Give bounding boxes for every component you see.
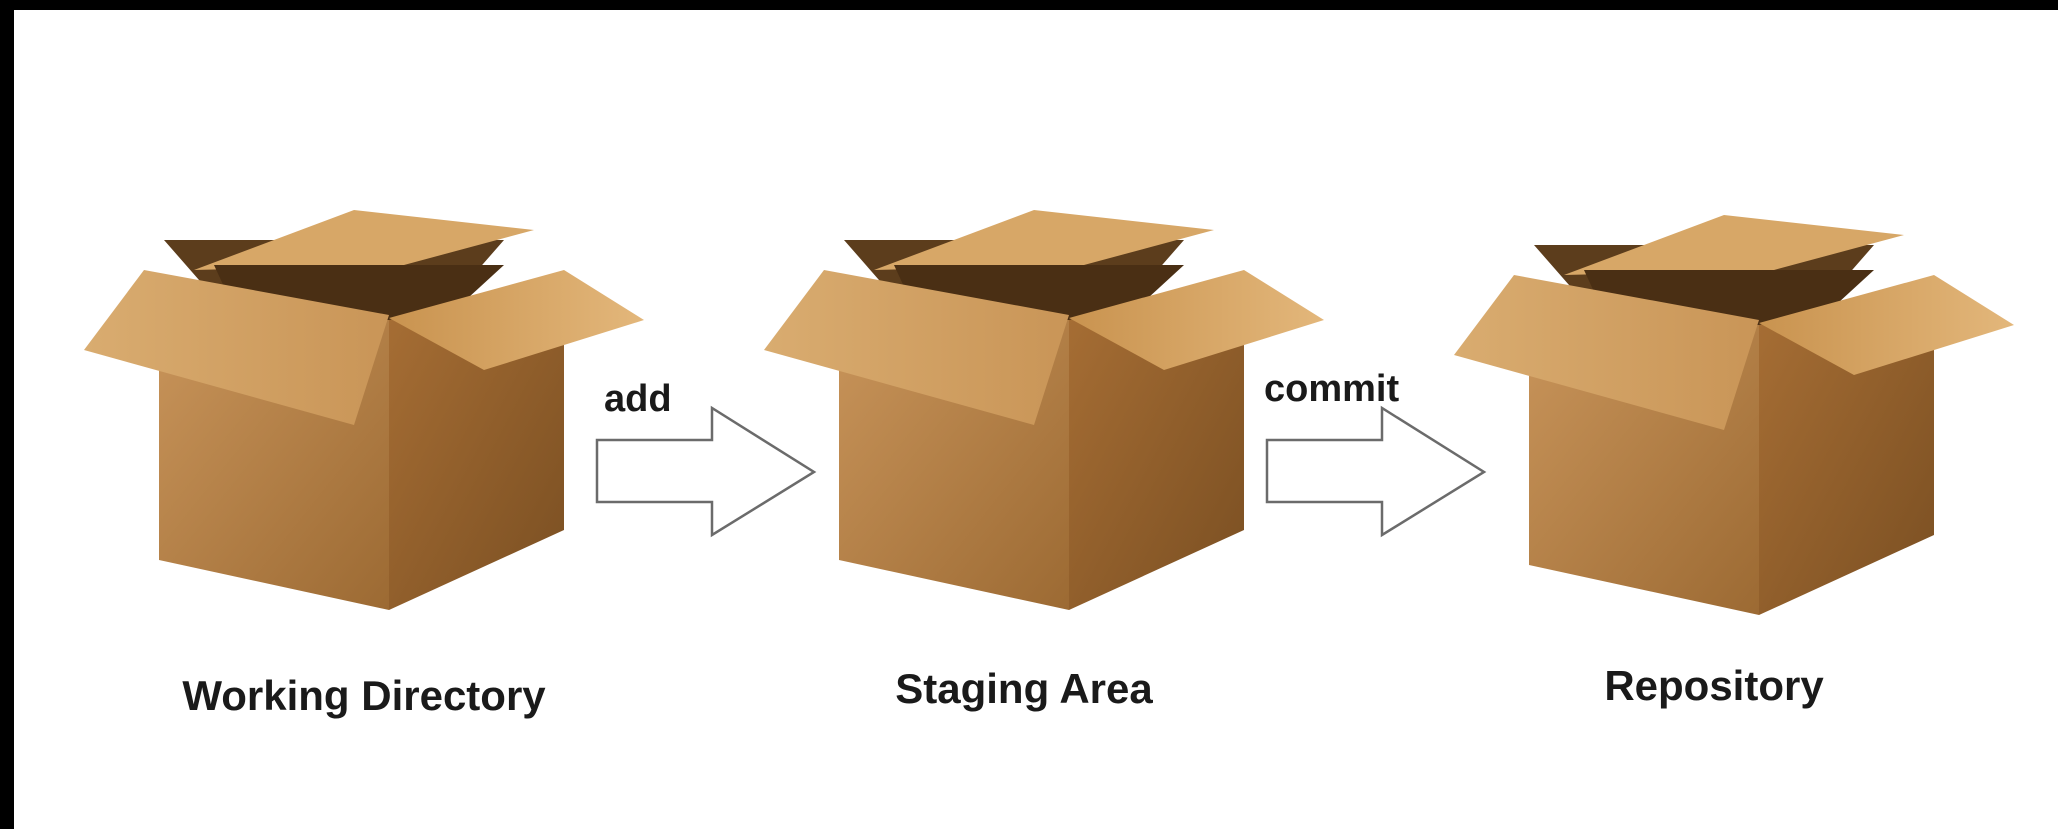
box-working-directory [84,210,644,630]
box-staging-area [764,210,1324,630]
right-arrow-icon [592,405,822,540]
stage-label-working-directory: Working Directory [182,672,545,720]
open-cardboard-box-icon [84,210,644,630]
open-cardboard-box-icon [764,210,1324,630]
open-cardboard-box-icon [1454,215,2014,635]
stage-label-staging-area: Staging Area [895,665,1153,713]
diagram-canvas: add commit Working Directory Staging Are… [14,10,2058,829]
stage-label-repository: Repository [1604,662,1823,710]
box-repository [1454,215,2014,635]
right-arrow-icon [1262,405,1492,540]
